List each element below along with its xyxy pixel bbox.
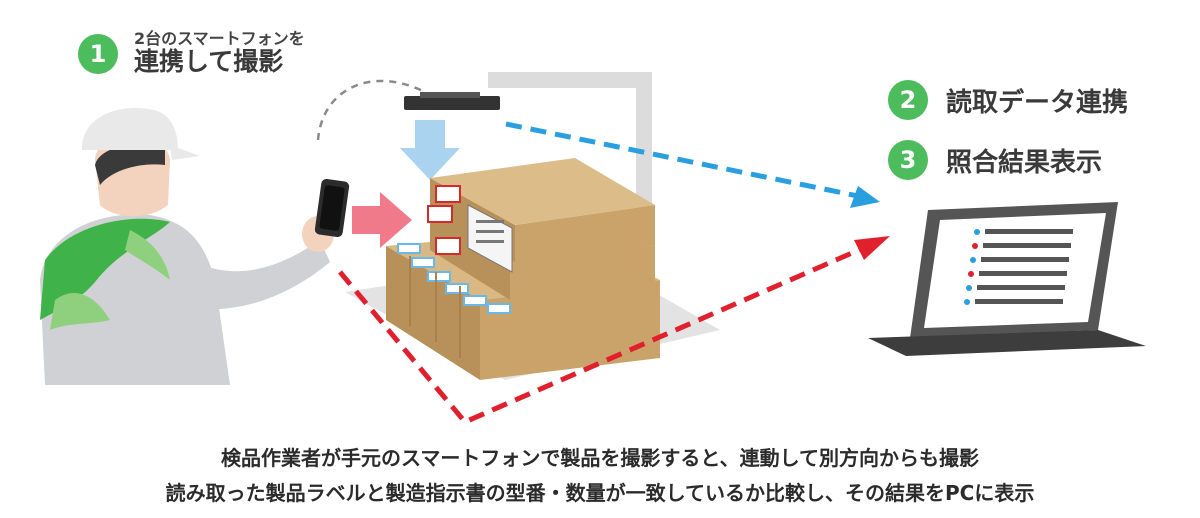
capture-arrow-side-icon (352, 192, 412, 248)
capture-arrow-top-icon (400, 120, 460, 180)
step-1-number: 1 (78, 33, 118, 74)
caption-line-2: 読み取った製品ラベルと製造指示書の型番・数量が一致しているか比較し、その結果をP… (165, 481, 1035, 505)
step-2-label: 読取データ連携 (946, 87, 1129, 118)
smartphone-icon (314, 178, 350, 238)
step-3: 3 照合結果表示 (888, 140, 1102, 180)
step-1-line2: 連携して撮影 (134, 47, 284, 77)
step-3-number: 3 (888, 140, 928, 180)
result-list (964, 229, 1073, 305)
result-path-arrowhead (854, 236, 890, 260)
data-link-arrowhead (850, 186, 880, 208)
step-1: 1 2台のスマートフォンを 連携して撮影 (78, 29, 305, 77)
laptop-icon (868, 202, 1146, 356)
step-2: 2 読取データ連携 (888, 80, 1128, 120)
result-path-arrow (338, 243, 870, 426)
boxes-icon (386, 158, 660, 380)
step-3-label: 照合結果表示 (946, 147, 1103, 178)
caption-line-1: 検品作業者が手元のスマートフォンで製品を撮影すると、連動して別方向からも撮影 (221, 446, 979, 470)
data-link-arrow (505, 121, 859, 199)
step-1-line1: 2台のスマートフォンを (134, 29, 305, 48)
worker-icon (40, 107, 334, 385)
connection-arc (316, 79, 426, 141)
step-2-number: 2 (888, 80, 928, 120)
